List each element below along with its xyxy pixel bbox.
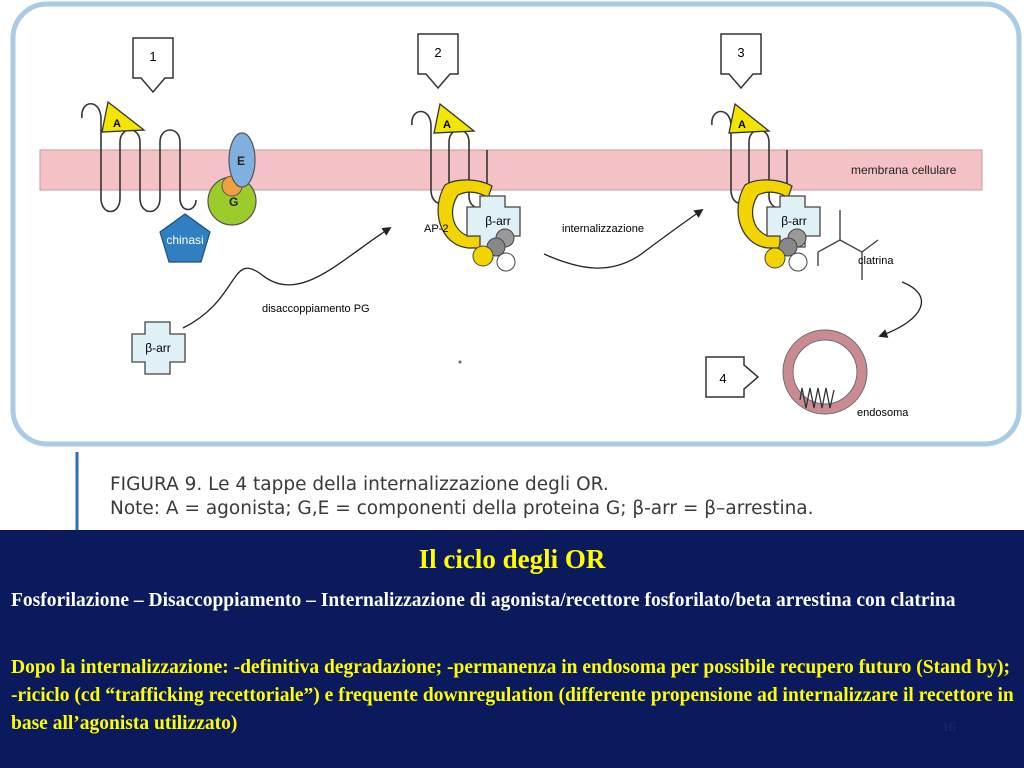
uncoupling-label: disaccoppiamento PG	[262, 303, 370, 315]
ap2-3	[737, 179, 793, 249]
paragraph-phases: Fosforilazione – Disaccoppiamento – Inte…	[11, 590, 956, 611]
ap2-ball-3a	[764, 247, 786, 269]
receptor-1	[81, 102, 197, 213]
g-protein-label: G	[229, 195, 238, 209]
agonist-2-label: A	[443, 119, 451, 131]
beta-arrestin-bound-3	[766, 195, 821, 248]
agonist-1-label: A	[113, 118, 121, 130]
internalization-arrow	[543, 208, 704, 269]
text-panel: Il ciclo degli OR Fosforilazione – Disac…	[0, 530, 1024, 768]
ap2-ball-2b	[496, 252, 516, 272]
agonist-1	[101, 100, 146, 133]
e-protein-label: E	[237, 154, 245, 168]
step-2-arrow: 2	[417, 33, 459, 90]
step-2-number: 2	[434, 45, 441, 60]
endosome-label: endosoma	[857, 407, 909, 419]
endosome-arrow	[878, 281, 922, 338]
agonist-3-label: A	[738, 119, 746, 131]
kinase-label: chinasi	[166, 233, 203, 247]
step-3-arrow: 3	[720, 33, 762, 90]
step-1-arrow: 1	[132, 37, 174, 94]
kinase	[159, 213, 211, 263]
step-3-number: 3	[737, 45, 744, 60]
dot-mark	[458, 360, 462, 364]
receptor-3	[711, 110, 788, 209]
agonist-3	[728, 102, 771, 134]
figure-caption-note: Note: A = agonista; G,E = componenti del…	[110, 498, 814, 519]
clathrin	[817, 210, 879, 280]
e-protein	[228, 132, 256, 188]
agonist-2	[433, 102, 476, 134]
phosphate-3b	[778, 237, 798, 257]
step-4-arrow: 4	[705, 356, 760, 398]
diagram-svg: membrana cellulare 1 2 3 4 A G E chinasi…	[10, 1, 1022, 530]
endosome	[783, 330, 867, 414]
beta-arrestin-free-label: β-arr	[145, 341, 171, 355]
figure-caption-title: FIGURA 9. Le 4 tappe della internalizzaz…	[110, 474, 609, 495]
endosome-receptor	[799, 387, 835, 409]
ap2-2	[437, 179, 493, 249]
paragraph-after-internalization: Dopo la internalizzazione: -definitiva d…	[11, 657, 1014, 734]
step-4-number: 4	[719, 371, 726, 386]
slide-number: 16	[942, 720, 956, 735]
slide-title: Il ciclo degli OR	[418, 544, 606, 574]
ap2-ball-2a	[472, 245, 494, 267]
beta-arrestin-bound-3-label: β-arr	[781, 214, 807, 228]
clathrin-label: clatrina	[858, 255, 894, 267]
figure: membrana cellulare 1 2 3 4 A G E chinasi…	[10, 1, 1022, 530]
endosome-outline-inner	[792, 339, 858, 405]
beta-arrestin-free	[131, 321, 186, 375]
step-1-number: 1	[149, 49, 156, 64]
ap2-label: AP-2	[424, 223, 448, 235]
beta-arrestin-bound-2-label: β-arr	[485, 214, 511, 228]
ap2-ball-3b	[788, 252, 808, 272]
uncoupling-arrow	[182, 227, 392, 329]
membrane-label: membrana cellulare	[851, 163, 957, 177]
receptor-2	[411, 110, 488, 209]
cell-membrane	[39, 149, 983, 191]
internalization-label: internalizzazione	[562, 223, 644, 235]
endosome-outline-outer	[782, 329, 868, 415]
